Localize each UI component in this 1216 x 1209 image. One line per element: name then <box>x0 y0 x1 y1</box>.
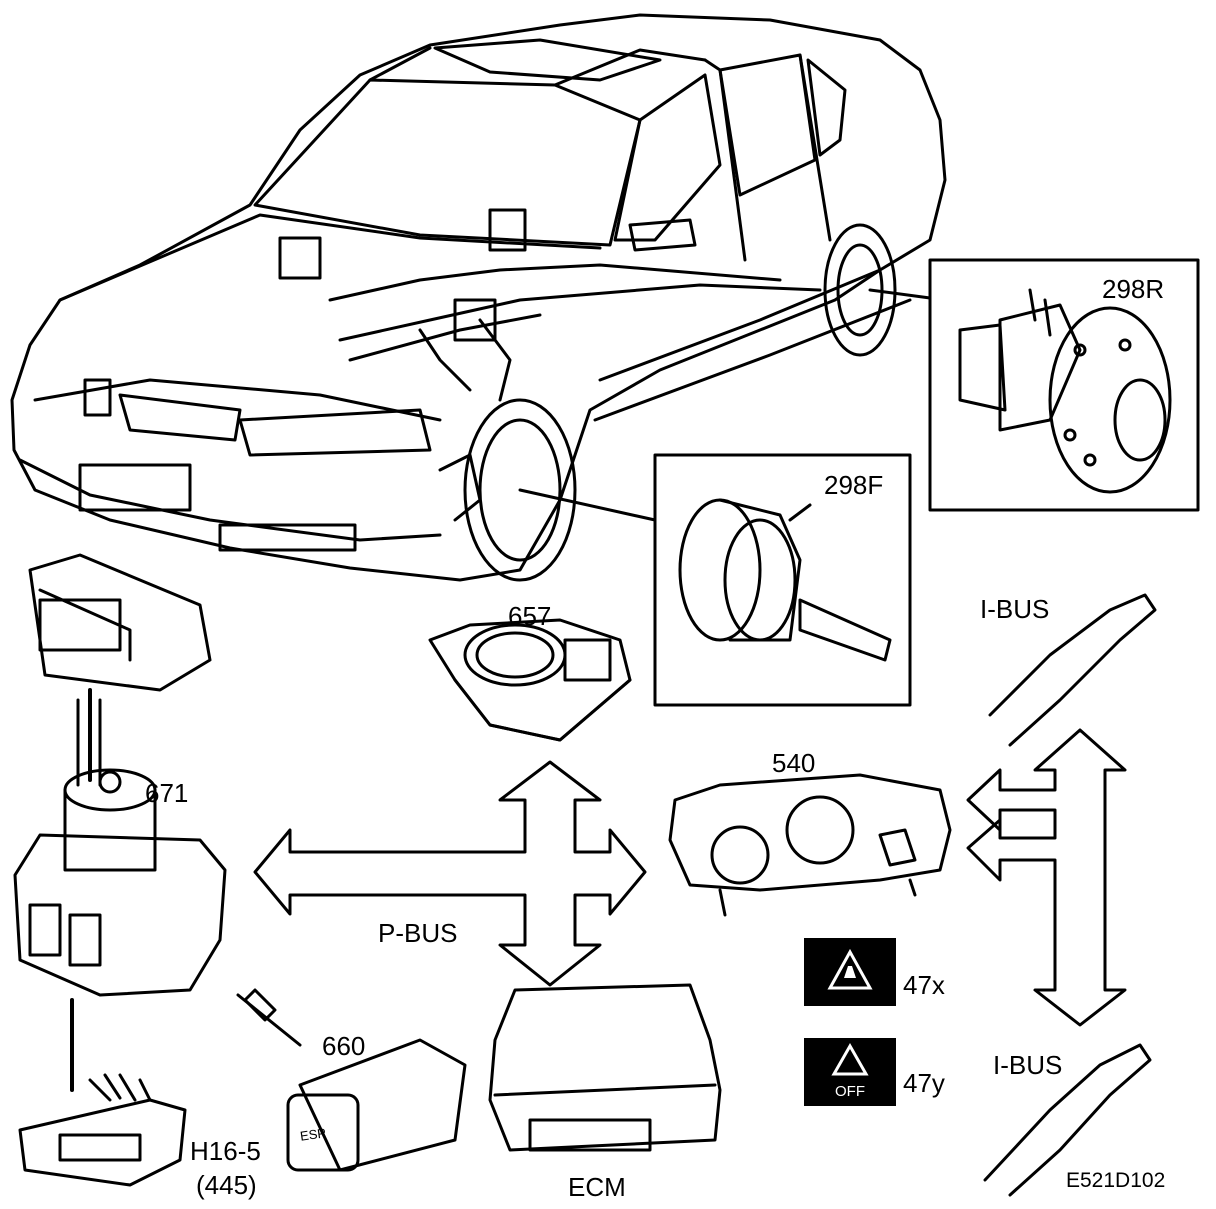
label-298r: 298R <box>1102 274 1165 304</box>
label-i-bus-bottom: I-BUS <box>993 1050 1063 1080</box>
diagnostic-connector-figure <box>18 1073 187 1187</box>
control-module-figure <box>13 553 227 1092</box>
label-445: (445) <box>196 1170 257 1200</box>
warning-lamp-47y: OFF <box>804 1038 896 1106</box>
esp-off-triangle-icon <box>831 1042 869 1076</box>
instrument-cluster-figure <box>668 773 952 917</box>
label-657: 657 <box>508 601 552 631</box>
label-540: 540 <box>772 748 816 778</box>
label-660: 660 <box>322 1031 366 1061</box>
esp-switch-figure <box>236 988 467 1172</box>
warning-lamp-47x <box>804 938 896 1006</box>
esp-triangle-icon <box>827 948 873 990</box>
car-illustration <box>10 13 947 582</box>
label-ecm: ECM <box>568 1172 626 1202</box>
p-bus-arrows <box>253 760 647 987</box>
steering-angle-sensor-figure <box>428 618 632 742</box>
label-i-bus-top: I-BUS <box>980 594 1050 624</box>
rear-wheel-sensor-figure <box>928 258 1200 512</box>
label-p-bus: P-BUS <box>378 918 458 948</box>
label-671: 671 <box>145 778 189 808</box>
lamp-off-text: OFF <box>835 1083 865 1100</box>
label-47y: 47y <box>903 1068 945 1098</box>
label-298f: 298F <box>824 470 884 500</box>
label-47x: 47x <box>903 970 945 1000</box>
front-wheel-sensor-figure <box>653 453 912 707</box>
ecm-figure <box>488 983 722 1152</box>
esp-switch-text: ESP <box>299 1125 327 1144</box>
label-h16-5: H16-5 <box>190 1136 261 1166</box>
figure-code: E521D102 <box>1066 1169 1166 1192</box>
i-bus-arrows <box>966 593 1157 1197</box>
